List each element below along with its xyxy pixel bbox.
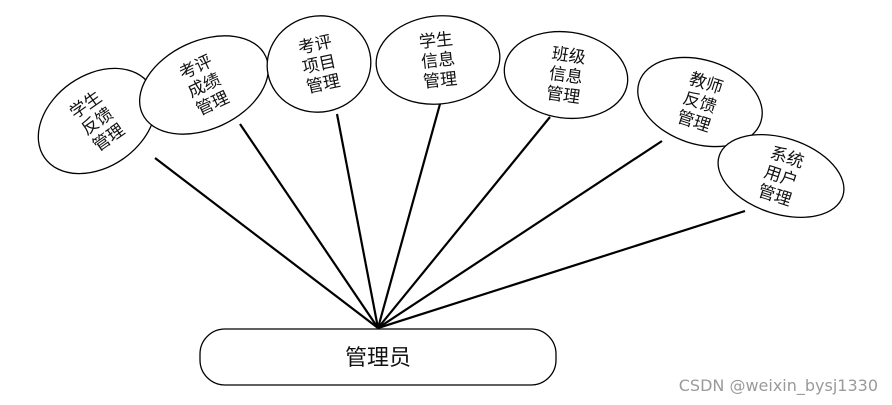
module-label-line: 信息 xyxy=(420,49,456,72)
module-node-group: 学生反馈管理考评成绩管理考评项目管理学生信息管理班级信息管理教师反馈管理系统用户… xyxy=(37,15,845,218)
root-node-label: 管理员 xyxy=(345,346,411,371)
connector-line xyxy=(335,113,380,329)
module-label-line: 学生 xyxy=(418,29,454,52)
module-label-line: 管理 xyxy=(422,69,458,92)
module-ellipse xyxy=(637,56,763,148)
connector-line xyxy=(154,157,379,329)
connector-line xyxy=(377,140,663,329)
module-label-line: 信息 xyxy=(548,64,584,89)
connector-line xyxy=(376,103,442,329)
module-ellipse xyxy=(138,35,270,135)
edge-group xyxy=(154,103,746,330)
module-ellipse xyxy=(717,134,845,218)
watermark: CSDN @weixin_bysj1330 xyxy=(678,376,878,395)
connector-line xyxy=(377,209,746,330)
connector-line xyxy=(239,123,379,329)
module-label-line: 管理 xyxy=(545,84,581,109)
module-label-line: 班级 xyxy=(550,44,586,69)
root-node: 管理员 xyxy=(199,328,557,386)
module-ellipse xyxy=(503,30,629,120)
root-node-box xyxy=(199,328,557,386)
connector-line xyxy=(377,116,551,329)
